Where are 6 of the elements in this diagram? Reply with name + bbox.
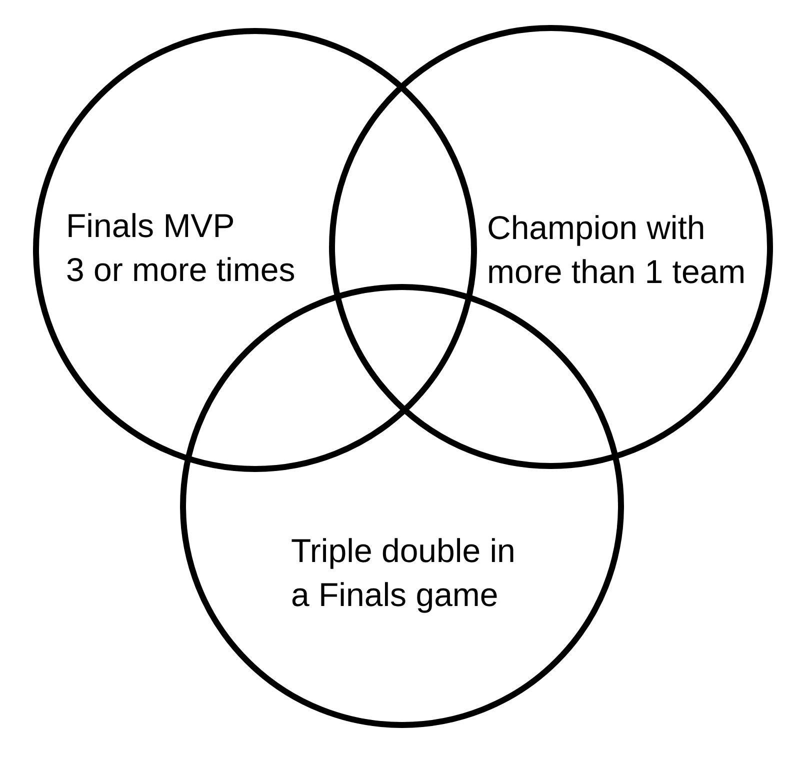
venn-circle — [329, 25, 773, 469]
circle-label: Finals MVP 3 or more times — [66, 206, 296, 290]
venn-circle — [33, 28, 477, 472]
venn-circle — [180, 284, 624, 728]
circle-label: Champion with more than 1 team — [487, 208, 746, 292]
circle-label: Triple double in a Finals game — [291, 531, 516, 615]
